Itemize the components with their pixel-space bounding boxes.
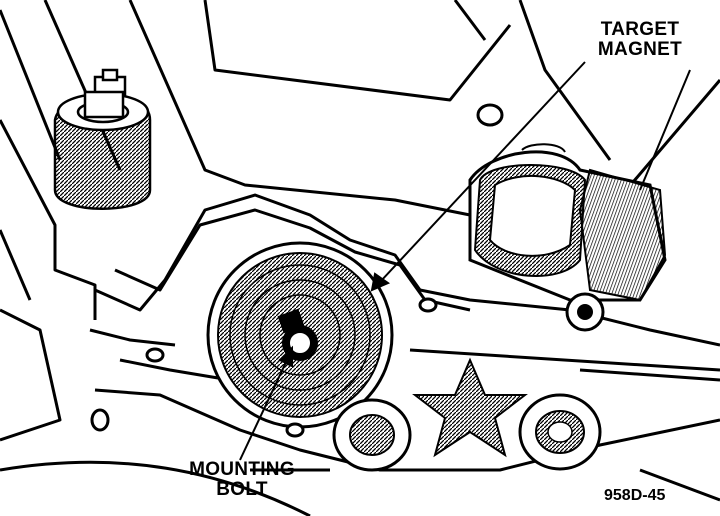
target-magnet-label-line1: TARGET	[600, 19, 680, 40]
leader-lines	[239, 61, 691, 461]
figure-id: 958D-45	[604, 487, 666, 504]
mounting-bolt-label-line2: BOLT	[216, 479, 268, 500]
mounting-bolt-label-line1: MOUNTING	[189, 459, 295, 480]
upper-bolt	[53, 68, 152, 210]
target-magnet-label: TARGET MAGNET	[585, 20, 695, 60]
pentastar-logo	[412, 357, 528, 458]
lower-bosses	[332, 393, 602, 472]
target-magnet-label-line2: MAGNET	[597, 39, 683, 60]
sensor-assembly	[468, 143, 667, 332]
bracket-holes	[90, 103, 504, 438]
mounting-bolt-label: MOUNTING BOLT	[172, 460, 312, 500]
